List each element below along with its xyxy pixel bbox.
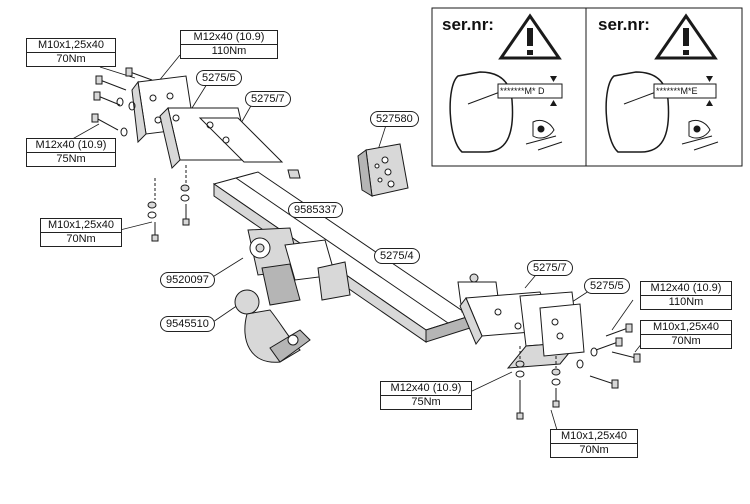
tow-ball bbox=[234, 289, 311, 363]
torque-label: M12x40 (10.9) 75Nm bbox=[380, 381, 472, 410]
torque-label: M10x1,25x40 70Nm bbox=[640, 320, 732, 349]
coupling-housing bbox=[247, 227, 351, 306]
right-side-bracket bbox=[457, 273, 585, 369]
serial-panel-1-art bbox=[449, 13, 563, 153]
part-number-tag: 5275/5 bbox=[196, 70, 242, 86]
part-number-tag: 5275/4 bbox=[374, 248, 420, 264]
serial-label: ser.nr: bbox=[598, 15, 650, 34]
torque-value: 70Nm bbox=[671, 335, 701, 347]
torque-value: 75Nm bbox=[56, 153, 86, 165]
bolt-spec: M10x1,25x40 bbox=[641, 321, 731, 335]
torque-label: M12x40 (10.9) 110Nm bbox=[180, 30, 278, 59]
bolt-spec: M10x1,25x40 bbox=[41, 219, 121, 233]
part-number-tag: 527580 bbox=[370, 111, 419, 127]
part-number-tag: 5275/7 bbox=[245, 91, 291, 107]
serial-panel-2-art bbox=[605, 13, 719, 153]
bolt-spec: M12x40 (10.9) bbox=[181, 31, 277, 45]
serial-panels bbox=[431, 7, 743, 167]
bolt-spec: M12x40 (10.9) bbox=[641, 282, 731, 296]
part-number-tag: 9585337 bbox=[288, 202, 343, 218]
serial-label: ser.nr: bbox=[442, 15, 494, 34]
torque-label: M10x1,25x40 70Nm bbox=[26, 38, 116, 67]
bolt-spec: M12x40 (10.9) bbox=[381, 382, 471, 396]
torque-label: M12x40 (10.9) 110Nm bbox=[640, 281, 732, 310]
bolt-spec: M10x1,25x40 bbox=[551, 430, 637, 444]
part-number-tag: 5275/5 bbox=[584, 278, 630, 294]
left-side-bracket bbox=[131, 75, 284, 169]
part-number-tag: 5275/7 bbox=[527, 260, 573, 276]
torque-value: 70Nm bbox=[56, 53, 86, 65]
wiring-bracket bbox=[357, 143, 409, 197]
part-number-tag: 9545510 bbox=[160, 316, 215, 332]
torque-value: 70Nm bbox=[579, 444, 609, 456]
torque-value: 110Nm bbox=[668, 296, 704, 308]
torque-label: M12x40 (10.9) 75Nm bbox=[26, 138, 116, 167]
serial-code: *******M* D bbox=[500, 86, 545, 96]
torque-value: 70Nm bbox=[66, 233, 96, 245]
torque-value: 110Nm bbox=[211, 45, 247, 57]
left-bolts bbox=[91, 67, 301, 242]
torque-label: M10x1,25x40 70Nm bbox=[40, 218, 122, 247]
torque-value: 75Nm bbox=[411, 396, 441, 408]
serial-code: *******M*E bbox=[656, 86, 698, 96]
bolt-spec: M12x40 (10.9) bbox=[27, 139, 115, 153]
bolt-spec: M10x1,25x40 bbox=[27, 39, 115, 53]
torque-label: M10x1,25x40 70Nm bbox=[550, 429, 638, 458]
right-bolts bbox=[515, 323, 641, 420]
part-number-tag: 9520097 bbox=[160, 272, 215, 288]
